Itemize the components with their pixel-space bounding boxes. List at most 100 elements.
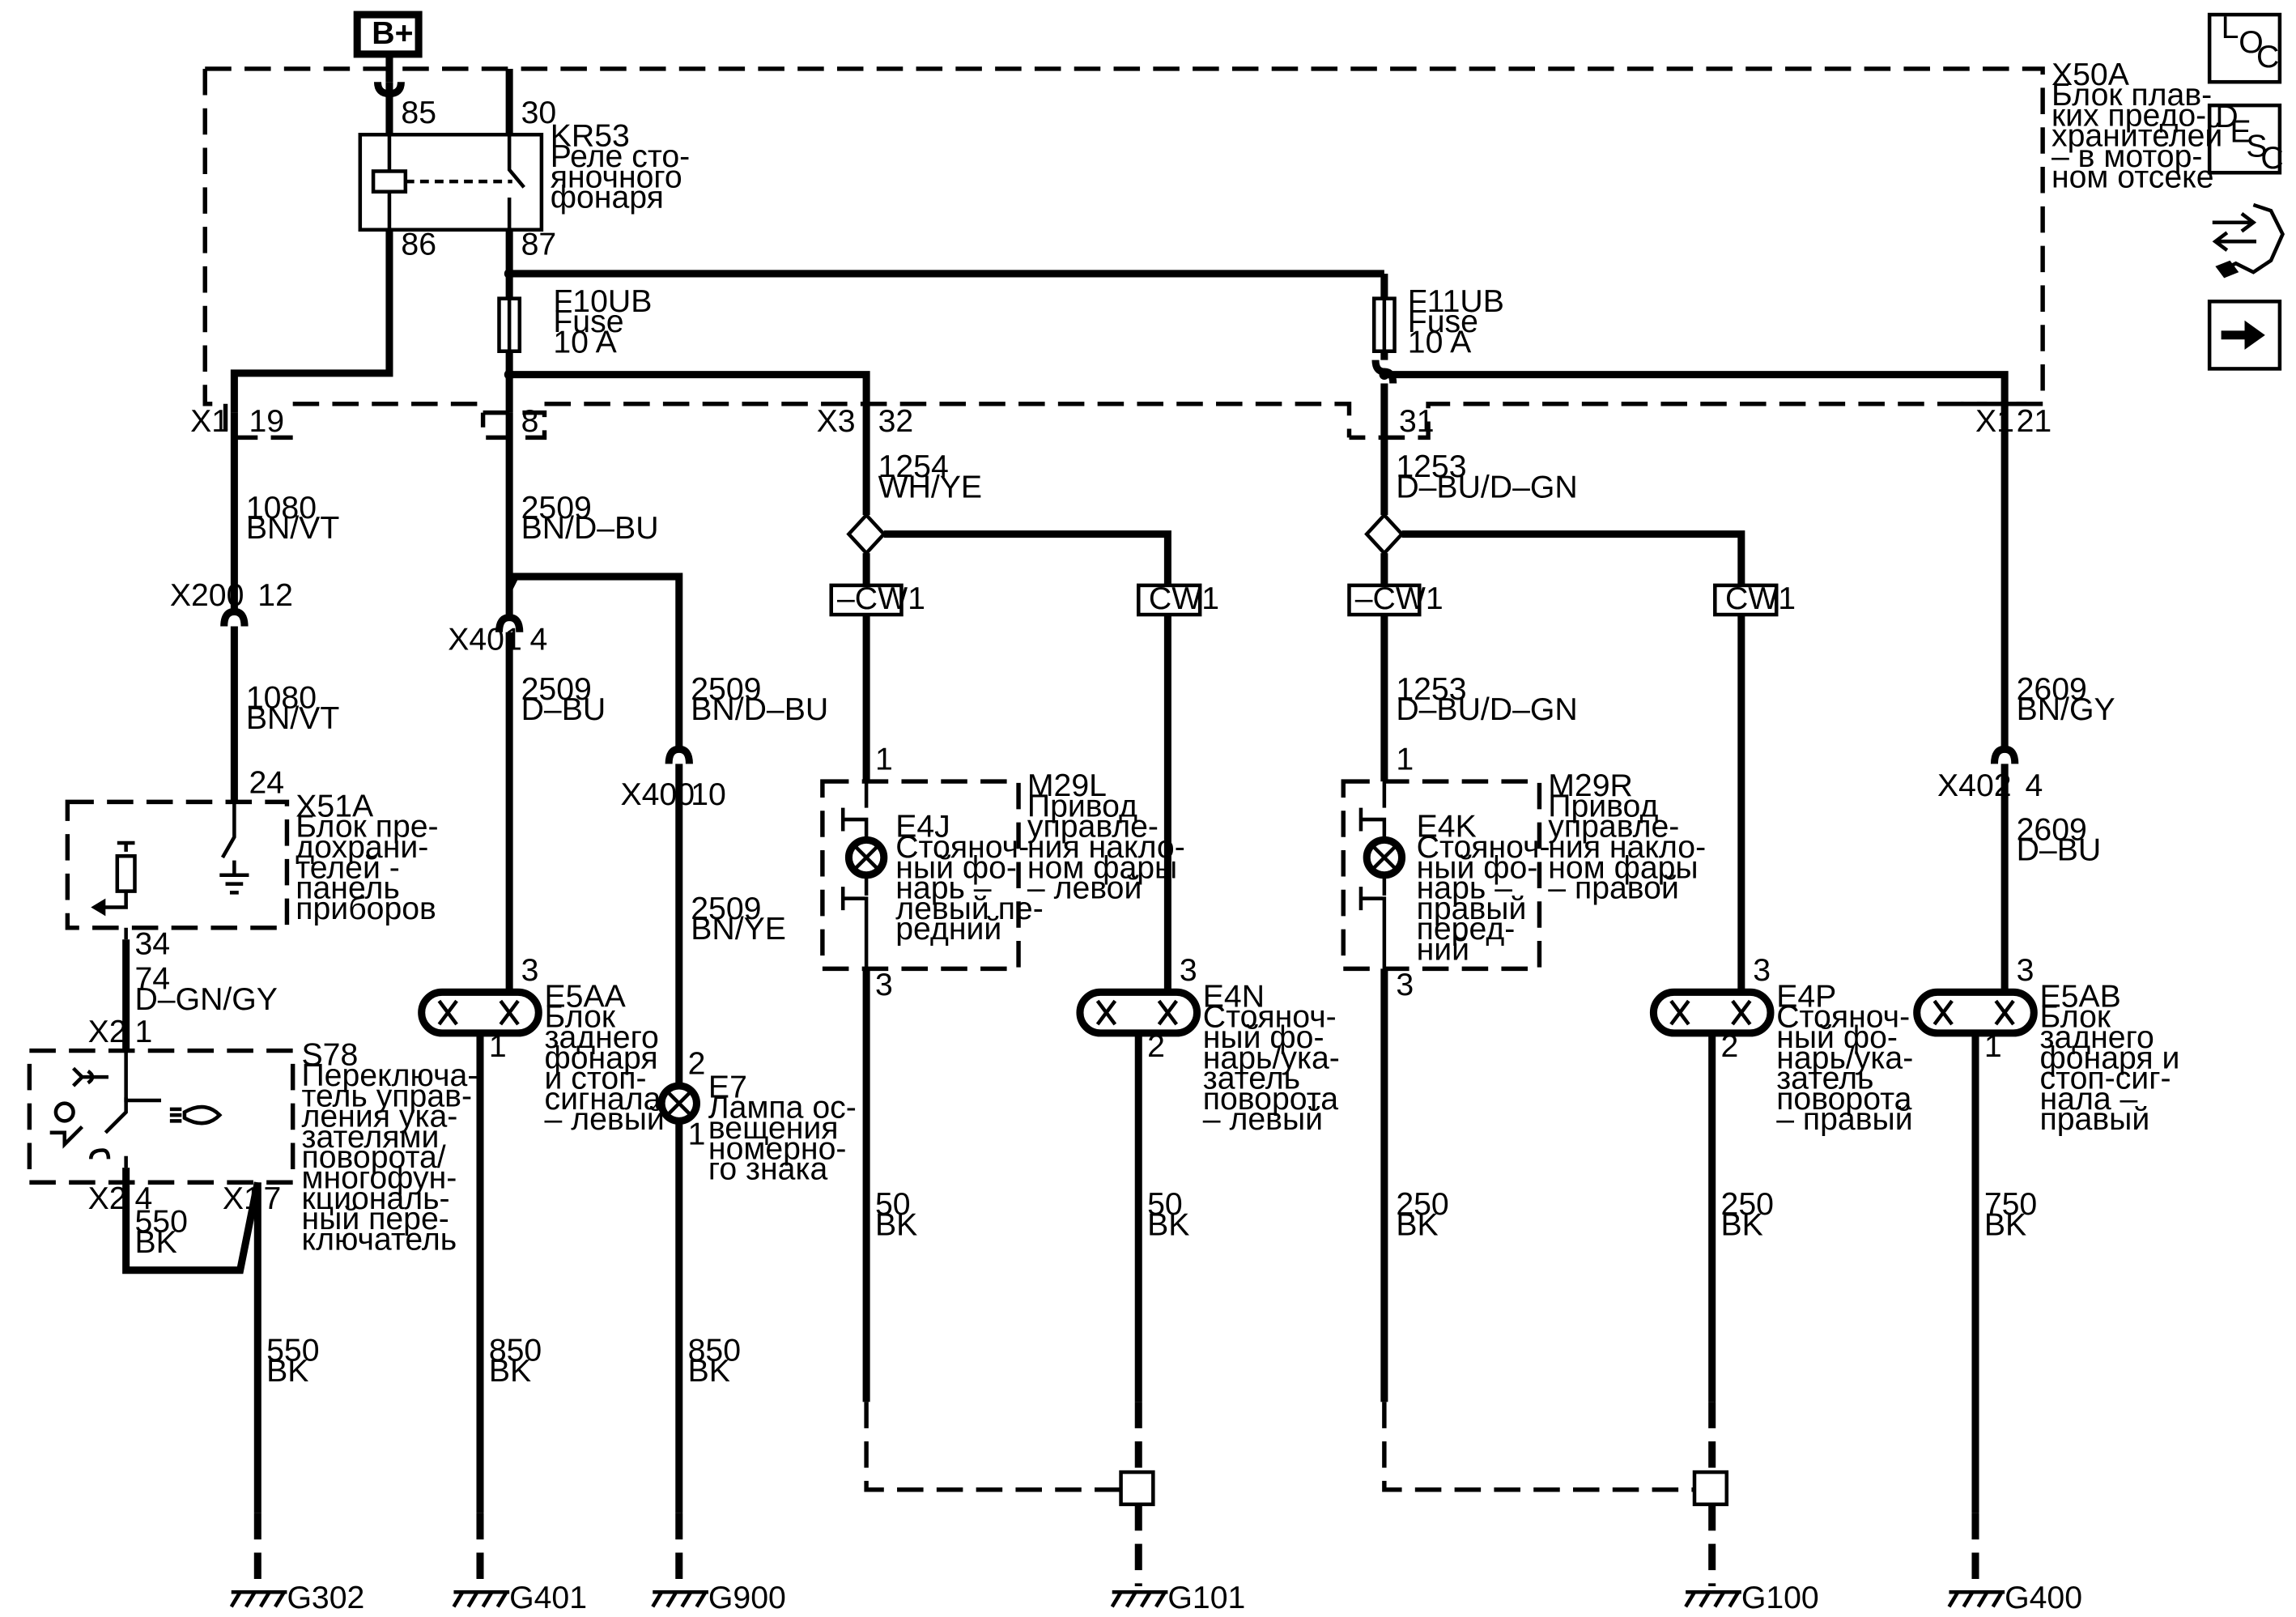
ground-g302-label: G302 bbox=[287, 1581, 364, 1615]
e4p-desc-2: ный фо- bbox=[1776, 1020, 1898, 1055]
x51a-desc-3: телей - bbox=[296, 850, 400, 885]
x51a-desc-1: Блок пре- bbox=[296, 810, 438, 845]
location-button-letter-l: L bbox=[2222, 11, 2239, 45]
m29l-desc-3: ния накло- bbox=[1027, 830, 1185, 865]
wire-550-color-b: BK bbox=[266, 1354, 308, 1389]
e5aa-pin-3: 3 bbox=[521, 953, 539, 988]
s78-desc-7: кциональ- bbox=[302, 1181, 450, 1216]
wire-2509-number-b: 2509 bbox=[521, 672, 592, 707]
relay-pin-87: 87 bbox=[521, 227, 557, 262]
fusebox-x50a: X50A Блок плав- ких предо- хранителей – … bbox=[202, 57, 2222, 440]
m29l-desc-1: Привод bbox=[1027, 789, 1137, 823]
e5aa-pin-1: 1 bbox=[489, 1029, 507, 1064]
wire-2509-color-c: BN/D–BU bbox=[691, 692, 828, 727]
wire-2509-color-b: D–BU bbox=[521, 692, 606, 727]
fusebox-desc-2: ких предо- bbox=[2052, 98, 2206, 133]
e5aa-desc-3: фонаря bbox=[545, 1040, 658, 1075]
m29r-desc-3: ния накло- bbox=[1548, 830, 1706, 865]
connector-x401: X401 bbox=[448, 622, 522, 657]
e5ab-desc-1: Блок bbox=[2040, 1000, 2111, 1035]
e4n-desc-5: поворота bbox=[1203, 1082, 1338, 1117]
s78-x2-top: X2 bbox=[88, 1015, 127, 1049]
wire-1253-color-a: D–BU/D–GN bbox=[1396, 470, 1577, 504]
ground-g401: G401 bbox=[452, 1581, 587, 1615]
s78-desc-4: зателями bbox=[302, 1120, 440, 1155]
wire-50-number-b: 50 bbox=[1147, 1187, 1183, 1222]
circuit-column-3: 1254 WH/YE –CW1 CW1 1 E4J Стояноч- ный ф… bbox=[820, 449, 1340, 1587]
wire-1253-number-b: 1253 bbox=[1396, 672, 1466, 707]
next-page-button[interactable] bbox=[2207, 300, 2282, 371]
relay-pin-86: 86 bbox=[401, 227, 436, 262]
connector-x401-pin: 4 bbox=[529, 622, 547, 657]
wire-2609-number-a: 2609 bbox=[2017, 672, 2087, 707]
description-button-letter-c: C bbox=[2260, 141, 2283, 176]
connector-x1-pin-21: 21 bbox=[2017, 404, 2052, 439]
circuit-column-5: 2609 BN/GY X402 4 2609 D–BU 3 1 E5AB Бло… bbox=[1913, 672, 2180, 1587]
e5ab-desc-3: фонаря и bbox=[2040, 1040, 2180, 1075]
m29r-desc-5: – правой bbox=[1548, 871, 1679, 906]
wire-2609-number-b: 2609 bbox=[2017, 812, 2087, 847]
wire-2509-color-a: BN/D–BU bbox=[521, 511, 659, 546]
e4n-desc-2: ный фо- bbox=[1203, 1020, 1324, 1055]
e4j-id: E4J bbox=[895, 810, 950, 845]
fusebox-desc-3: хранителей bbox=[2052, 119, 2222, 154]
wire-50-number-a: 50 bbox=[875, 1187, 911, 1222]
e4k-desc-3: нарь – bbox=[1417, 871, 1513, 906]
e4n-desc-1: Стояноч- bbox=[1203, 1000, 1337, 1035]
wire-1080-number-a: 1080 bbox=[246, 491, 317, 526]
ground-g100: G100 bbox=[1684, 1581, 1819, 1615]
fuse-f11ub-type: Fuse bbox=[1408, 304, 1478, 339]
location-button-letter-c: C bbox=[2256, 40, 2279, 74]
connector-x1-right: X1 bbox=[1975, 404, 2014, 439]
e7-id: E7 bbox=[708, 1070, 747, 1104]
m29r-pin-1: 1 bbox=[1396, 743, 1414, 777]
fuse-bus bbox=[504, 268, 1388, 299]
wire-750-number: 750 bbox=[1984, 1187, 2037, 1222]
battery-positive-terminal: B+ bbox=[353, 11, 423, 58]
description-button-letter-d: D bbox=[2215, 100, 2238, 134]
m29l-desc-5: – левой bbox=[1027, 871, 1142, 906]
wire-850-number-b: 850 bbox=[688, 1334, 741, 1368]
relay-desc-2: яночного bbox=[551, 160, 682, 194]
connector-x1-left: X1 bbox=[190, 404, 229, 439]
relay-pin-85: 85 bbox=[401, 96, 436, 130]
e4n-desc-4: затель bbox=[1203, 1062, 1300, 1096]
fusebox-connector-labels: X1 19 8 X3 32 31 X1 21 bbox=[190, 404, 2052, 439]
s78-pin-7: 7 bbox=[264, 1181, 282, 1216]
e4n-desc-6: – левый bbox=[1203, 1102, 1323, 1137]
e7-desc-2: вещения bbox=[708, 1111, 839, 1146]
wire-550-number-b: 550 bbox=[266, 1334, 319, 1368]
s78-x2-bot: X2 bbox=[88, 1181, 127, 1216]
e4j-desc-3: нарь – bbox=[895, 871, 992, 906]
description-button[interactable]: D E S C bbox=[2207, 100, 2284, 176]
wire-1254-number: 1254 bbox=[878, 449, 949, 484]
e5ab-id: E5AB bbox=[2040, 979, 2121, 1014]
connector-x200-pin: 12 bbox=[257, 578, 293, 613]
e4k-desc-6: ний bbox=[1417, 933, 1469, 968]
m29r-pos-cw1: CW1 bbox=[1725, 581, 1796, 616]
wire-550-number-a: 550 bbox=[134, 1205, 187, 1240]
m29l-desc-2: управле- bbox=[1027, 810, 1159, 845]
m29r-desc-2: управле- bbox=[1548, 810, 1679, 845]
connector-view-icon[interactable] bbox=[2212, 202, 2285, 279]
e4p-pin-2: 2 bbox=[1721, 1029, 1739, 1064]
circuit-column-2: 2509 BN/D–BU X401 4 2509 D–BU 3 1 E5AA Б… bbox=[418, 412, 857, 1587]
ground-g900: G900 bbox=[651, 1581, 786, 1615]
m29l-neg-cw1: –CW1 bbox=[837, 581, 925, 616]
wire-1253-color-b: D–BU/D–GN bbox=[1396, 692, 1577, 727]
e4k-desc-2: ный фо- bbox=[1417, 850, 1538, 885]
e4j-desc-4: левый пе- bbox=[895, 891, 1044, 926]
wire-2509-color-d: BN/YE bbox=[691, 912, 786, 947]
e5ab-pin-3: 3 bbox=[2017, 953, 2035, 988]
location-button[interactable]: L O C bbox=[2207, 11, 2282, 84]
wire-250-number-b: 250 bbox=[1721, 1187, 1774, 1222]
wire-2609-color-b: D–BU bbox=[2017, 833, 2102, 868]
fuse-f11ub: F11UB Fuse 10 A bbox=[1371, 284, 2009, 747]
s78-pin-4: 4 bbox=[134, 1181, 152, 1216]
e7-pin-2: 2 bbox=[688, 1047, 706, 1082]
e4k-desc-5: перед- bbox=[1417, 912, 1516, 947]
ground-g302: G302 bbox=[229, 1581, 364, 1615]
e4p-pin-3: 3 bbox=[1753, 953, 1771, 988]
fusebox-desc-4: – в мотор- bbox=[2052, 139, 2202, 174]
e5aa-id: E5AA bbox=[545, 979, 627, 1014]
